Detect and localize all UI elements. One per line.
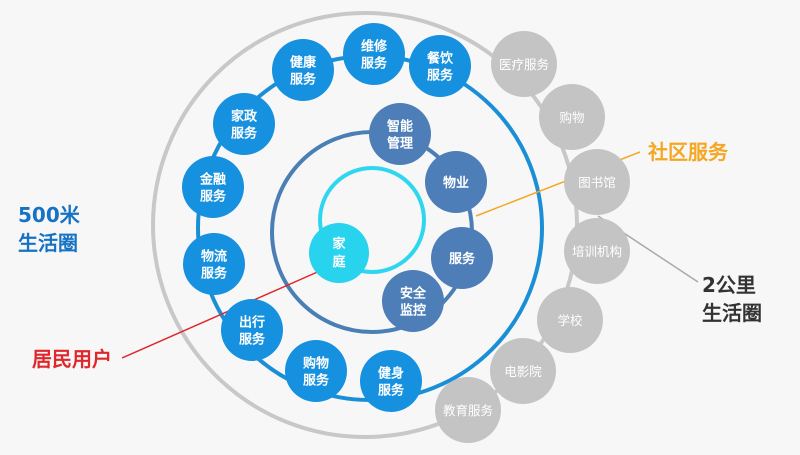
ring-500m-label-line1: 500米 — [18, 203, 81, 227]
service-node-3-circle — [272, 39, 334, 101]
service-node-8-label: 服务 — [303, 373, 330, 389]
community-node-2-circle — [425, 151, 487, 213]
service-node-2-label: 服务 — [427, 68, 454, 84]
facility-node-4-circle — [564, 218, 630, 284]
service-node-9-label: 服务 — [378, 383, 405, 399]
facility-node-6: 电影院 — [490, 338, 556, 404]
facility-node-7: 教育服务 — [435, 377, 501, 443]
community-node-4-circle — [382, 270, 444, 332]
facility-node-3-label: 图书馆 — [578, 175, 616, 190]
service-node-7-circle — [221, 299, 283, 361]
service-node-7-label: 出行 — [239, 315, 265, 331]
service-node-6-label: 物流 — [201, 249, 227, 265]
ring-2km-label-line2: 生活圈 — [702, 301, 762, 325]
facility-node-5-label: 学校 — [557, 313, 583, 328]
service-node-6-circle — [183, 233, 245, 295]
facility-node-1: 医疗服务 — [491, 31, 557, 97]
facility-node-3-circle — [564, 149, 630, 215]
facility-node-5-circle — [537, 287, 603, 353]
service-node-2-label: 餐饮 — [426, 51, 454, 67]
community-node-2-label: 物业 — [443, 175, 469, 191]
service-node-1-label: 维修 — [361, 39, 388, 55]
community-node-1-label: 管理 — [387, 136, 413, 152]
service-node-3-label: 服务 — [290, 72, 317, 88]
service-node-5-circle — [182, 156, 244, 218]
facility-node-2-label: 购物 — [559, 110, 584, 125]
community-node-3: 服务 — [431, 227, 493, 289]
community-node-3-label: 服务 — [449, 251, 476, 267]
facility-node-1-circle — [491, 31, 557, 97]
facility-node-2-circle — [539, 84, 605, 150]
facility-node-7-circle — [435, 377, 501, 443]
center-label-line1: 家 — [332, 236, 346, 252]
community-service-label: 社区服务 — [647, 140, 729, 164]
service-node-3-label: 健康 — [290, 55, 317, 71]
community-node-4-label: 监控 — [400, 303, 426, 319]
service-node-1-label: 服务 — [361, 56, 388, 72]
facility-node-5: 学校 — [537, 287, 603, 353]
community-node-2: 物业 — [425, 151, 487, 213]
facility-node-3: 图书馆 — [564, 149, 630, 215]
ring-family — [318, 166, 426, 274]
service-node-5-label: 金融 — [199, 172, 226, 188]
ring-500m-label-line2: 生活圈 — [18, 231, 78, 255]
service-node-5-label: 服务 — [200, 189, 227, 205]
service-node-7-label: 服务 — [239, 332, 266, 348]
service-node-9-circle — [360, 350, 422, 412]
community-node-1-label: 智能 — [387, 119, 413, 135]
service-node-4-label: 家政 — [231, 109, 258, 125]
service-node-8-label: 购物 — [303, 356, 329, 372]
facility-node-6-circle — [490, 338, 556, 404]
center-node-family: 家 庭 — [309, 223, 369, 283]
service-node-4-label: 服务 — [231, 126, 258, 142]
community-node-1-circle — [369, 103, 431, 165]
resident-user-label: 居民用户 — [32, 347, 112, 371]
service-node-8-circle — [285, 340, 347, 402]
resident-connector-line — [121, 269, 323, 359]
ring-2km-label-line1: 2公里 — [702, 273, 756, 297]
community-node-4-label: 安全 — [400, 286, 427, 302]
center-label-line2: 庭 — [332, 254, 346, 270]
facility-node-2: 购物 — [539, 84, 605, 150]
service-node-6-label: 服务 — [201, 266, 228, 282]
facility-node-4: 培训机构 — [564, 218, 630, 284]
service-node-4-circle — [213, 93, 275, 155]
service-node-9-label: 健身 — [378, 366, 404, 382]
facility-node-4-label: 培训机构 — [572, 244, 622, 259]
community-node-3-circle — [431, 227, 493, 289]
facility-node-6-label: 电影院 — [504, 364, 542, 379]
service-node-2-circle — [409, 35, 471, 97]
facility-node-7-label: 教育服务 — [443, 403, 493, 418]
facility-node-1-label: 医疗服务 — [499, 57, 549, 72]
service-node-1-circle — [343, 23, 405, 85]
